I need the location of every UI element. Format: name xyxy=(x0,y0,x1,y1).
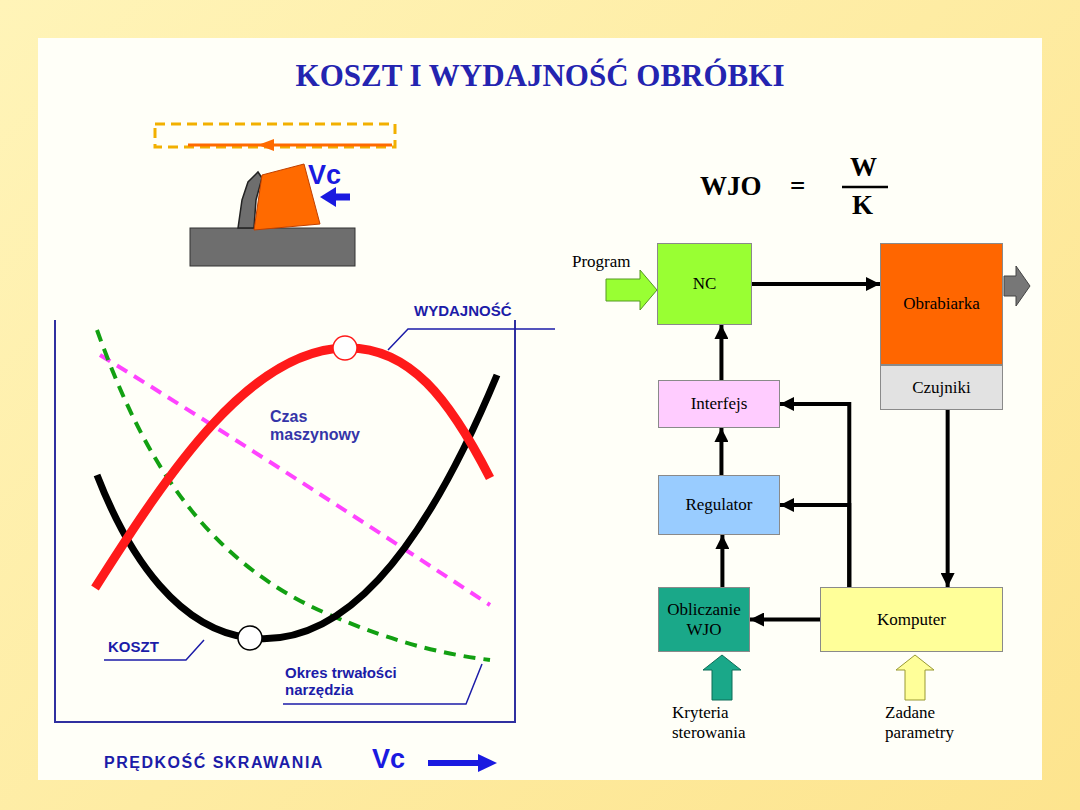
cost-curve xyxy=(97,375,497,639)
input-label: Program xyxy=(572,252,631,272)
signal-arrow xyxy=(946,410,950,587)
formula-term: WJO xyxy=(700,171,762,202)
axis-label: PRĘDKOŚĆ SKRAWANIA xyxy=(104,754,324,772)
box-label: Regulator xyxy=(685,495,752,515)
productivity-curve xyxy=(95,348,490,588)
signal-arrow xyxy=(719,325,723,380)
box-label: Obrabiarka xyxy=(903,294,979,314)
output-arrow xyxy=(1004,266,1030,306)
machine-box: Obrabiarka xyxy=(880,243,1003,365)
regulator-box: Regulator xyxy=(658,475,780,535)
sensor-box: Czujniki xyxy=(880,365,1003,410)
formula-term: = xyxy=(790,171,805,202)
formula-term: W xyxy=(850,152,877,183)
box-label: Obliczanie WJO xyxy=(664,600,744,639)
slide-title: KOSZT I WYDAJNOŚĆ OBRÓBKI xyxy=(0,58,1080,94)
axis-arrow xyxy=(428,760,480,766)
compute-box: Obliczanie WJO xyxy=(658,587,750,652)
box-label: Czujniki xyxy=(912,378,971,398)
signal-arrow xyxy=(750,618,820,622)
vc-arrow xyxy=(334,194,350,201)
box-label: Interfejs xyxy=(691,394,748,414)
leader-line xyxy=(283,664,482,704)
optimum-marker xyxy=(238,626,262,650)
axis-symbol: Vc xyxy=(372,744,405,775)
signal-arrow xyxy=(719,428,723,475)
curve-label: Okres trwałości narzędzia xyxy=(283,664,467,699)
formula-term: K xyxy=(852,190,873,221)
nc-box: NC xyxy=(657,243,752,325)
axis-arrowhead xyxy=(478,754,497,772)
curve-label: KOSZT xyxy=(106,638,161,655)
input-arrow xyxy=(606,270,657,310)
box-label: Komputer xyxy=(877,610,946,630)
input-label: Zadane parametry xyxy=(885,703,975,742)
curve-label: WYDAJNOŚĆ xyxy=(412,302,514,319)
signal-arrow xyxy=(780,404,849,587)
motion-frame xyxy=(155,124,395,147)
interface-box: Interfejs xyxy=(658,380,780,428)
box-label: NC xyxy=(693,274,717,294)
leader-line xyxy=(388,329,555,350)
fraction-bar xyxy=(842,186,888,189)
input-label: Kryteria sterowania xyxy=(672,703,762,742)
input-arrow xyxy=(703,655,741,700)
chart-frame xyxy=(55,320,515,722)
curve-label: Czas maszynowy xyxy=(268,408,390,445)
signal-arrow xyxy=(780,505,849,587)
velocity-symbol: Vc xyxy=(308,160,341,191)
motion-line xyxy=(188,144,392,147)
signal-arrow xyxy=(752,282,880,286)
signal-arrow xyxy=(720,535,724,587)
motion-arrowhead xyxy=(258,139,274,151)
computer-box: Komputer xyxy=(820,587,1003,652)
workpiece xyxy=(190,228,355,266)
optimum-marker xyxy=(333,336,357,360)
input-arrow xyxy=(896,655,934,700)
